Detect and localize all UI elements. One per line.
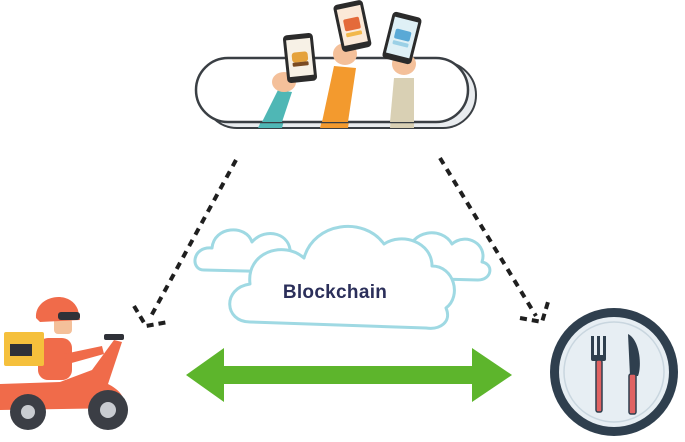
fork-icon [591,336,606,413]
double-arrow [186,348,512,402]
plate-fork-knife-icon [550,308,678,436]
arrowhead-icon [519,301,550,325]
scooter-body [0,340,125,410]
phone-icon [382,11,422,65]
rider-body [38,338,72,380]
phone-icon [282,32,318,84]
dotted-arrow-right [438,156,550,325]
hands-holding-phones-icon [194,0,477,129]
cloud-main [228,224,456,330]
knife-icon [628,334,640,415]
phone-icon [333,0,372,52]
arrowhead-right-icon [472,348,512,402]
delivery-scooter-icon [0,296,128,430]
plate [559,317,669,427]
blockchain-label: Blockchain [282,282,388,303]
arrowhead-icon [132,304,169,329]
double-arrow-shaft [214,366,476,384]
dotted-arrow-left [132,159,238,329]
cloud-icon [193,224,492,330]
arrowhead-left-icon [186,348,224,402]
